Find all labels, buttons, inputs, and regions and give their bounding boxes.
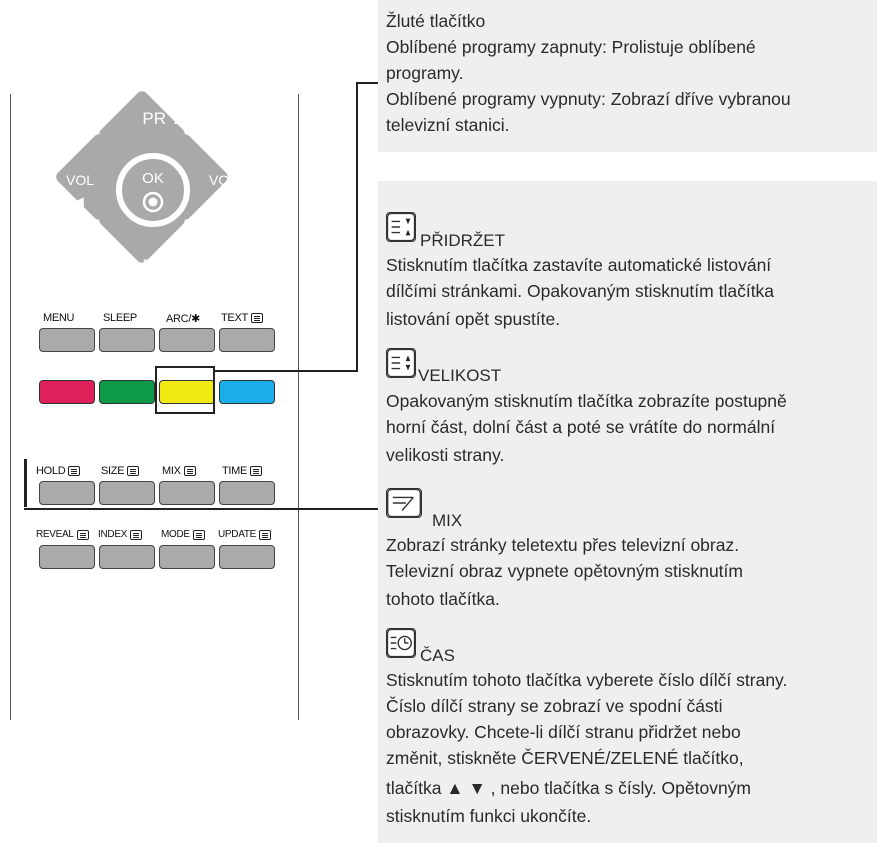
- time-icon-large: [386, 628, 416, 658]
- mode-icon: [192, 529, 205, 540]
- ok-dot-icon: [148, 197, 158, 207]
- index-label: INDEX: [98, 529, 143, 540]
- hold-label: HOLD: [36, 465, 81, 477]
- remote-right-edge: [298, 94, 299, 720]
- reveal-icon: [76, 529, 89, 540]
- hold-icon: [68, 466, 81, 476]
- size-line-3: velikosti strany.: [386, 445, 505, 465]
- box1-line-2: Oblíbené programy zapnuty: Prolistuje ob…: [386, 37, 756, 57]
- vol-right-arrow-icon: ▶: [221, 194, 233, 211]
- red-button[interactable]: [39, 380, 95, 404]
- size-icon: [127, 466, 140, 476]
- time-icon: [250, 466, 263, 476]
- menu-button[interactable]: [39, 328, 95, 352]
- ok-ring-icon: [142, 191, 164, 213]
- remote-left-edge: [10, 94, 11, 720]
- yellow-callout-vertical: [356, 82, 358, 372]
- teletext-info-box: [378, 181, 877, 843]
- update-label: UPDATE: [218, 529, 272, 540]
- hold-icon-large: [386, 212, 416, 242]
- yellow-callout-horizontal: [213, 370, 357, 372]
- mix-line-2: Televizní obraz vypnete opětovným stiskn…: [386, 561, 743, 581]
- time-line-6: stisknutím funkci ukončíte.: [386, 806, 592, 826]
- time-label: TIME: [222, 465, 263, 477]
- mix-label: MIX: [162, 465, 196, 477]
- time-line-4: změnit, stiskněte ČERVENÉ/ZELENÉ tlačítk…: [386, 748, 744, 768]
- time-line-3: obrazovky. Chcete-li dílčí stranu přidrž…: [386, 722, 741, 742]
- arc-label: ARC/✱: [166, 313, 200, 325]
- time-title: ČAS: [420, 646, 455, 665]
- size-title: VELIKOST: [418, 366, 502, 385]
- time-line-1: Stisknutím tohoto tlačítka vyberete čísl…: [386, 670, 788, 690]
- size-label: SIZE: [101, 465, 140, 477]
- yellow-button-highlight: [155, 366, 215, 414]
- size-line-2: horní část, dolní část a poté se vrátíte…: [386, 417, 776, 437]
- hold-title: PŘIDRŽET: [420, 231, 505, 250]
- index-button[interactable]: [99, 545, 155, 569]
- mix-line-1: Zobrazí stránky teletextu přes televizní…: [386, 535, 740, 555]
- mode-label: MODE: [161, 529, 205, 540]
- mode-button[interactable]: [159, 545, 215, 569]
- size-button[interactable]: [99, 481, 155, 505]
- pr-down-label: PR ▼: [142, 256, 188, 275]
- box1-line-4: Oblíbené programy vypnuty: Zobrazí dříve…: [386, 89, 791, 109]
- mix-icon-large: [386, 488, 422, 518]
- sleep-label: SLEEP: [103, 312, 137, 324]
- mix-button[interactable]: [159, 481, 215, 505]
- hold-line-3: listování opět spustíte.: [386, 309, 561, 329]
- blue-button[interactable]: [219, 380, 275, 404]
- hold-line-2: dílčími stránkami. Opakovaným stisknutím…: [386, 281, 775, 301]
- time-button[interactable]: [219, 481, 275, 505]
- box1-line-5: televizní stanici.: [386, 115, 510, 135]
- pr-up-label: PR ▲: [142, 109, 188, 128]
- update-icon: [259, 529, 272, 540]
- box1-line-3: programy.: [386, 63, 464, 83]
- yellow-button-info-box: [378, 0, 877, 152]
- text-button[interactable]: [219, 328, 275, 352]
- dpad: [56, 91, 228, 263]
- vol-left-label: VOL: [65, 172, 94, 188]
- yellow-callout-top: [356, 82, 380, 84]
- sleep-button[interactable]: [99, 328, 155, 352]
- ok-label: OK: [142, 170, 164, 187]
- vol-left-arrow-icon: ◀: [72, 194, 84, 211]
- hold-button[interactable]: [39, 481, 95, 505]
- text-icon: [250, 313, 263, 323]
- index-icon: [130, 529, 143, 540]
- size-line-1: Opakovaným stisknutím tlačítka zobrazíte…: [386, 391, 787, 411]
- time-line-5: tlačítka ▲ ▼ , nebo tlačítka s čísly. Op…: [386, 778, 752, 798]
- update-button[interactable]: [219, 545, 275, 569]
- mix-icon: [183, 466, 196, 476]
- arc-button[interactable]: [159, 328, 215, 352]
- mix-title: MIX: [432, 511, 463, 530]
- box1-line-1: Žluté tlačítko: [386, 11, 486, 31]
- teletext-buttons-bracket: [24, 459, 27, 507]
- text-label: TEXT: [221, 312, 263, 324]
- hold-line-1: Stisknutím tlačítka zastavíte automatick…: [386, 255, 772, 275]
- menu-label: MENU: [43, 312, 75, 324]
- mix-line-3: tohoto tlačítka.: [386, 589, 500, 609]
- ok-button[interactable]: [116, 153, 190, 227]
- time-line-2: Číslo dílčí strany se zobrazí ve spodní …: [386, 696, 723, 716]
- teletext-callout-line: [24, 508, 380, 510]
- vol-right-label: VOL: [208, 172, 237, 188]
- reveal-label: REVEAL: [36, 529, 89, 540]
- green-button[interactable]: [99, 380, 155, 404]
- size-icon-large: [386, 348, 416, 378]
- reveal-button[interactable]: [39, 545, 95, 569]
